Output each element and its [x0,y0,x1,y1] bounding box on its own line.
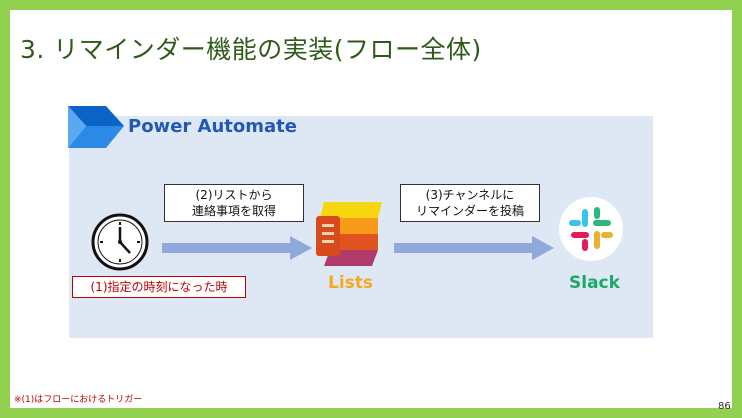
slide: 3. リマインダー機能の実装(フロー全体) Power Automate (1)… [10,10,732,408]
step3-line1: (3)チャンネルに [425,188,515,202]
clock-icon [91,213,149,271]
power-automate-logo-icon [68,106,124,148]
step2-line1: (2)リストから [195,188,273,202]
step3-line2: リマインダーを投稿 [415,204,524,218]
arrow-right-icon [162,236,312,260]
step2-line2: 連絡事項を取得 [191,204,276,218]
lists-logo-icon [316,202,382,266]
lists-label: Lists [328,273,374,293]
slack-label: Slack [569,273,620,293]
slack-logo-icon [559,197,623,261]
trigger-step-label: (1)指定の時刻になった時 [72,276,246,298]
footnote: ※(1)はフローにおけるトリガー [14,395,143,405]
page-number: 86 [718,401,731,412]
step2-box: (2)リストから 連絡事項を取得 [164,184,304,222]
step3-box: (3)チャンネルに リマインダーを投稿 [400,184,540,222]
arrow-right-icon [394,236,554,260]
page-title: 3. リマインダー機能の実装(フロー全体) [20,35,482,64]
power-automate-label: Power Automate [128,116,297,137]
